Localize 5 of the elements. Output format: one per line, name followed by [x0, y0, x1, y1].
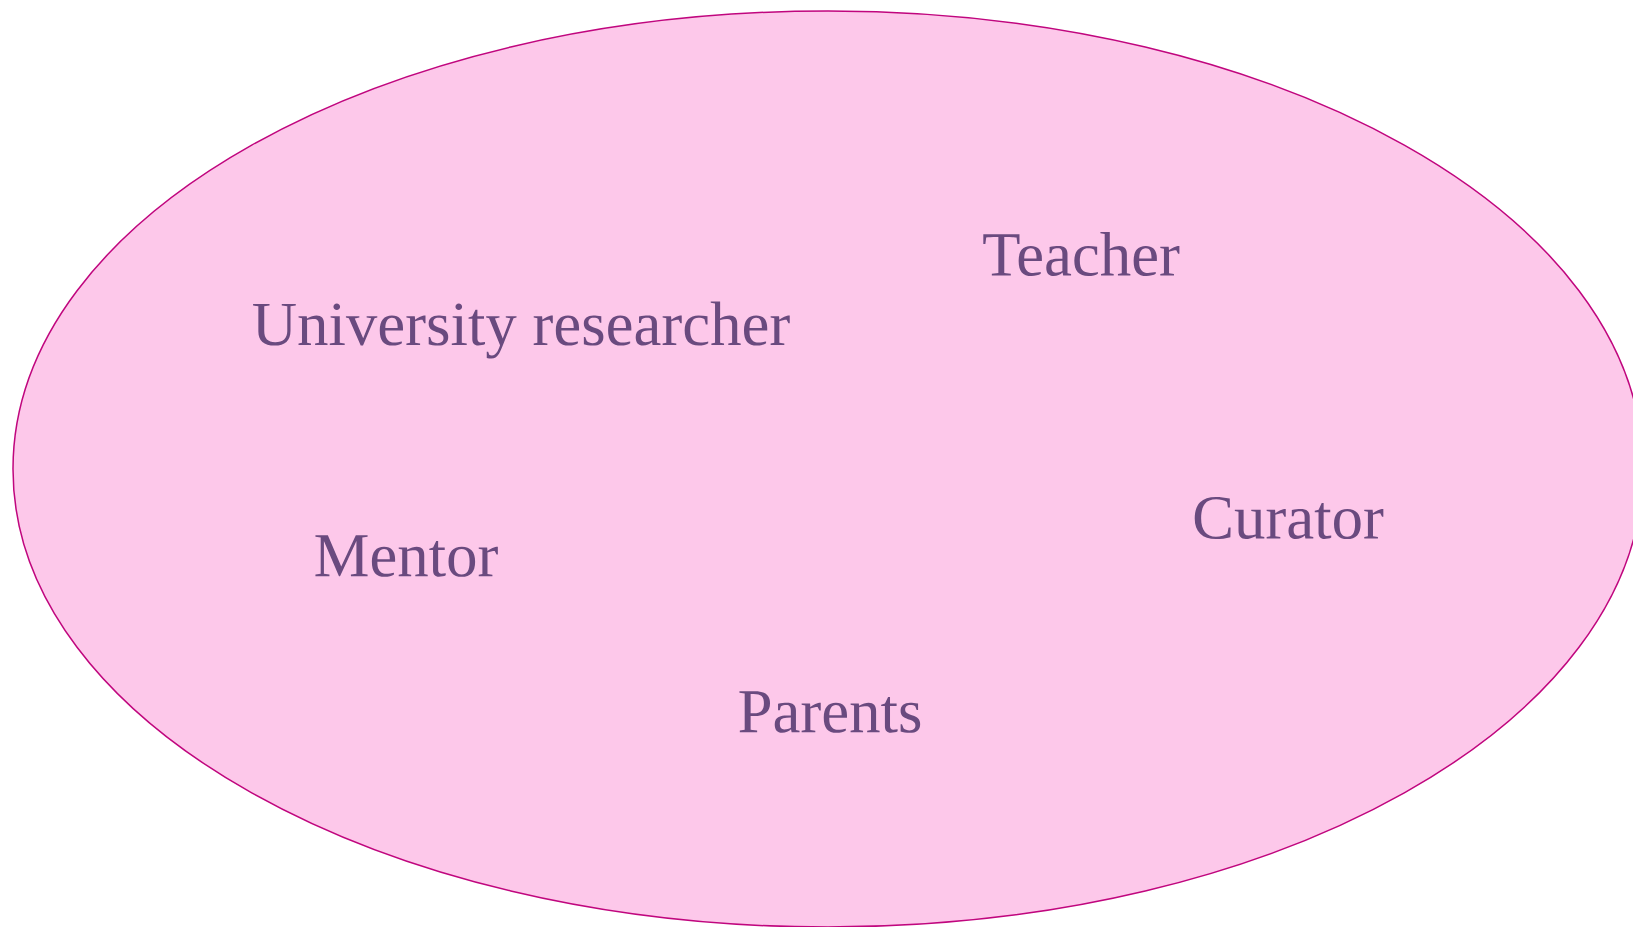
role-label: Teacher [983, 231, 1180, 277]
role-label: Curator [1194, 496, 1384, 540]
role-label: Parents [739, 691, 921, 733]
role-label: University researcher [253, 301, 790, 359]
role-label: Mentor [315, 535, 498, 577]
